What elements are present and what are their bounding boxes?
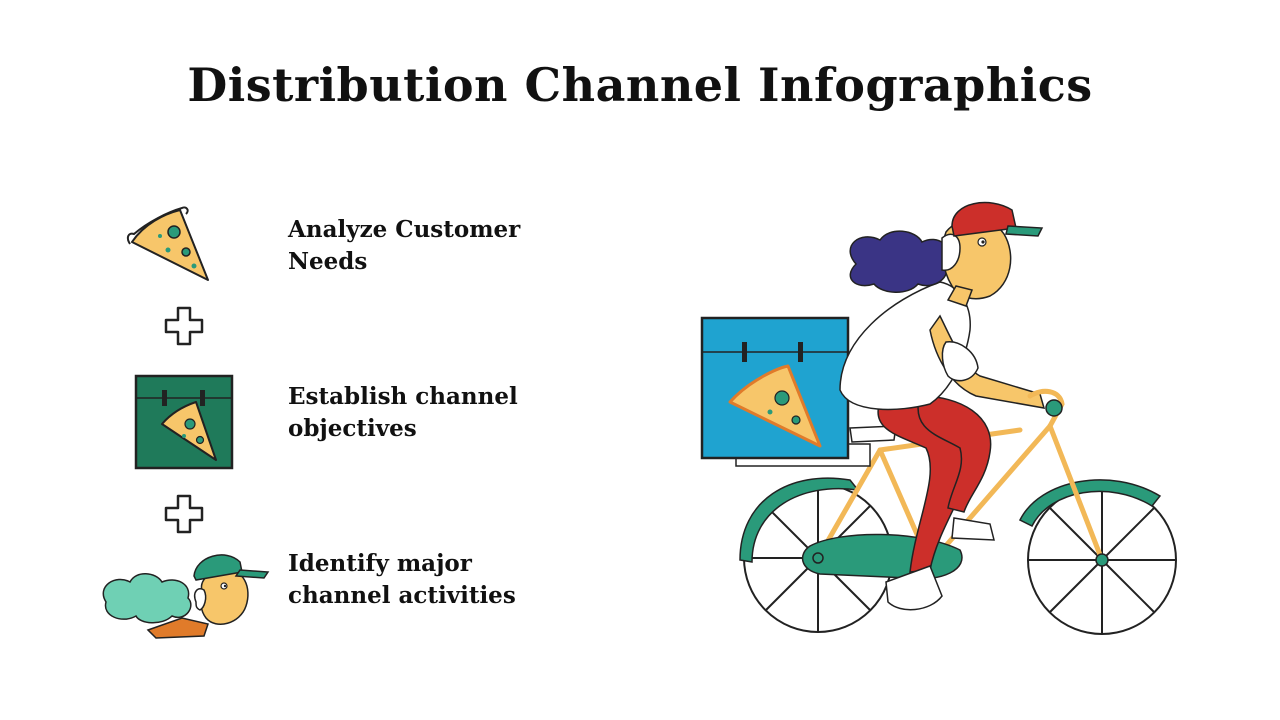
step-1-line-1: Analyze Customer <box>288 216 521 243</box>
step-2-line-1: Establish channel <box>288 383 518 410</box>
page-title: Distribution Channel Infographics <box>187 58 1093 112</box>
step-2-line-2: objectives <box>288 415 417 442</box>
delivery-cyclist-illustration <box>700 201 1177 635</box>
pizza-box-icon <box>134 374 234 470</box>
step-3-line-1: Identify major <box>288 550 472 577</box>
plus-icon <box>164 494 204 534</box>
pizza-slice-icon <box>126 206 209 281</box>
step-3-text: Identify major channel activities <box>288 548 548 612</box>
step-3-line-2: channel activities <box>288 582 516 609</box>
step-2-text: Establish channel objectives <box>288 381 548 445</box>
step-1-line-2: Needs <box>288 248 368 275</box>
delivery-person-icon <box>102 554 270 639</box>
plus-icon <box>164 306 204 346</box>
step-1-text: Analyze Customer Needs <box>288 214 548 278</box>
